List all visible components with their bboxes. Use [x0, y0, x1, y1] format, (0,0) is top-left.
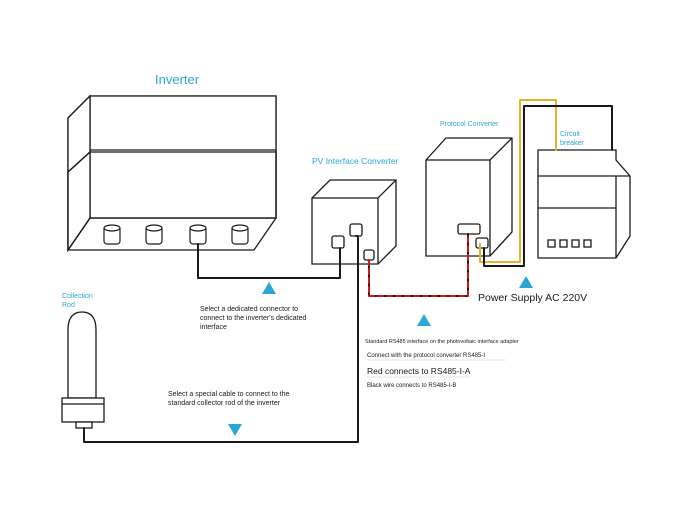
power-wire-black — [483, 105, 613, 267]
note-dedicated-line2: connect to the inverter's dedicated — [200, 315, 307, 322]
breaker-switch — [571, 239, 580, 248]
inverter-ports — [103, 224, 249, 245]
breaker-switch — [547, 239, 556, 248]
pv-converter-label: PV Interface Converter — [312, 156, 399, 166]
note-special-line1: Select a special cable to connect to the — [168, 391, 290, 398]
inverter-cable — [197, 243, 341, 279]
rs485-red-wire — [368, 233, 469, 297]
pv-port-mid — [349, 223, 363, 237]
arrow-up-icon — [262, 282, 276, 294]
note-rs485-connect: Connect with the protocol converter RS48… — [367, 353, 485, 359]
protocol-port-rs485 — [457, 223, 481, 235]
pv-port-rs485 — [363, 249, 375, 261]
breaker-label-line2: breaker — [560, 140, 584, 147]
inverter-label: Inverter — [155, 72, 200, 87]
note-red-wire: Red connects to RS485-I-A — [367, 366, 471, 376]
arrow-down-icon — [228, 424, 242, 436]
pointer-arrows — [228, 276, 533, 436]
note-dedicated-line3: interface — [200, 324, 227, 331]
arrow-up-icon — [519, 276, 533, 288]
protocol-converter-label: Protocol Converter — [440, 121, 499, 128]
note-rs485-standard: Standard RS485 interface on the photovol… — [365, 339, 519, 345]
collection-rod-label-line2: Rod — [62, 302, 75, 309]
breaker-label-line1: Circuit — [560, 131, 580, 138]
inverter-device — [67, 94, 277, 253]
breaker-switch — [583, 239, 592, 248]
protocol-port-power — [475, 237, 489, 249]
protocol-converter — [425, 137, 513, 257]
breaker-switch — [559, 239, 568, 248]
note-black-wire: Black wire connects to RS485-I-B — [367, 383, 456, 389]
collection-rod-label-line1: Collection — [62, 293, 93, 300]
collection-rod — [61, 311, 105, 429]
circuit-breaker — [537, 149, 631, 259]
power-supply-label: Power Supply AC 220V — [478, 292, 587, 304]
pv-port-left — [331, 235, 345, 249]
wires — [83, 99, 613, 443]
arrow-up-icon — [417, 314, 431, 326]
pv-interface-converter — [311, 179, 397, 265]
collector-cable — [83, 235, 359, 443]
note-special-line2: standard collector rod of the inverter — [168, 400, 281, 407]
note-dedicated-line1: Select a dedicated connector to — [200, 306, 298, 313]
power-wire-yellow — [479, 99, 557, 263]
